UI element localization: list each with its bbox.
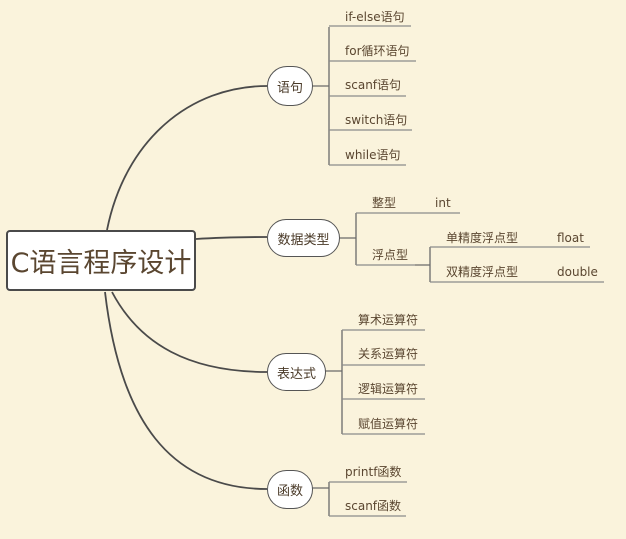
subtopic[interactable]: switch语句 <box>345 113 408 127</box>
subtopic[interactable]: printf函数 <box>345 465 402 479</box>
subtopic[interactable]: scanf语句 <box>345 78 402 92</box>
link-root-statements <box>106 85 268 231</box>
subtopic[interactable]: 赋值运算符 <box>358 417 419 431</box>
subtopic-double[interactable]: double <box>557 265 598 279</box>
subtopic-double-precision[interactable]: 双精度浮点型 <box>446 265 519 279</box>
subtopic-float-type[interactable]: 浮点型 <box>372 248 409 262</box>
subtopic-integer[interactable]: 整型 <box>372 196 397 210</box>
topic-data-types[interactable]: 数据类型 <box>267 219 340 257</box>
subtopic[interactable]: 逻辑运算符 <box>358 382 419 396</box>
subtopic[interactable]: 算术运算符 <box>358 313 419 327</box>
link-root-datatypes <box>195 236 268 240</box>
subtopic[interactable]: if-else语句 <box>345 10 405 24</box>
topic-statements[interactable]: 语句 <box>267 66 313 106</box>
subtopic[interactable]: for循环语句 <box>345 44 410 58</box>
topic-functions[interactable]: 函数 <box>267 470 313 509</box>
subtopic[interactable]: while语句 <box>345 148 401 162</box>
subtopic[interactable]: scanf函数 <box>345 499 402 513</box>
root-node[interactable]: C语言程序设计 <box>6 230 196 291</box>
subtopic-int[interactable]: int <box>435 196 451 210</box>
subtopic-single-precision[interactable]: 单精度浮点型 <box>446 231 519 245</box>
subtopic-float[interactable]: float <box>557 231 584 245</box>
subtopic[interactable]: 关系运算符 <box>358 347 419 361</box>
link-root-expressions <box>111 291 268 373</box>
topic-expressions[interactable]: 表达式 <box>267 353 326 391</box>
link-root-functions <box>104 291 268 490</box>
